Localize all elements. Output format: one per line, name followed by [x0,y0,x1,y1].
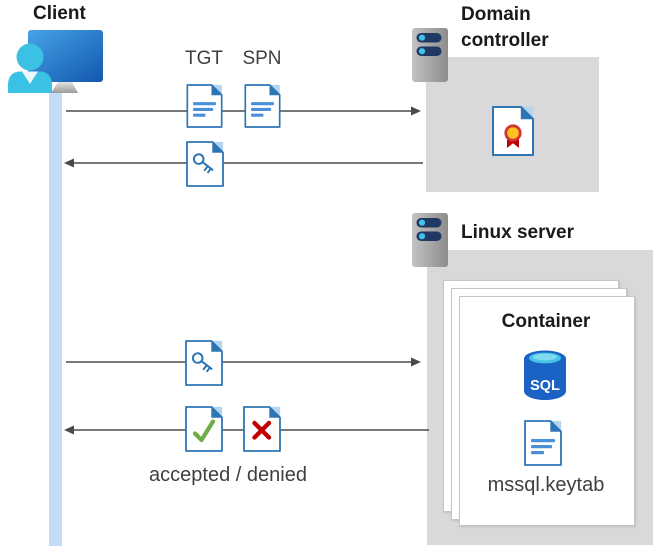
keytab-file-icon [524,420,562,466]
sql-icon-label: SQL [530,378,560,394]
tgt-label: TGT [185,48,223,69]
client-icon [8,30,103,93]
domain-controller-server-icon [412,28,448,82]
domain-controller-label: Domain controller [461,4,549,51]
tgt-document-icon [186,84,223,128]
sql-database-icon: SQL [524,350,566,400]
accepted-denied-label: accepted / denied [149,464,307,486]
monitor-icon [28,30,103,93]
spn-document-icon [244,84,281,128]
service-ticket-key-icon [185,340,223,386]
client-label: Client [33,3,86,24]
linux-server-label: Linux server [461,222,574,243]
arrow-client-to-linux [66,357,421,367]
arrow-dc-to-client [64,158,423,168]
client-lifeline [49,91,62,546]
spn-label: SPN [242,48,282,69]
denied-x-icon [243,406,281,452]
container-card [459,296,635,526]
keytab-label: mssql.keytab [487,474,605,496]
certificate-icon [492,106,534,156]
linux-server-icon [412,213,448,267]
container-label: Container [501,311,591,332]
service-ticket-key-icon [186,141,224,187]
user-icon [8,43,52,93]
accepted-check-icon [185,406,223,452]
